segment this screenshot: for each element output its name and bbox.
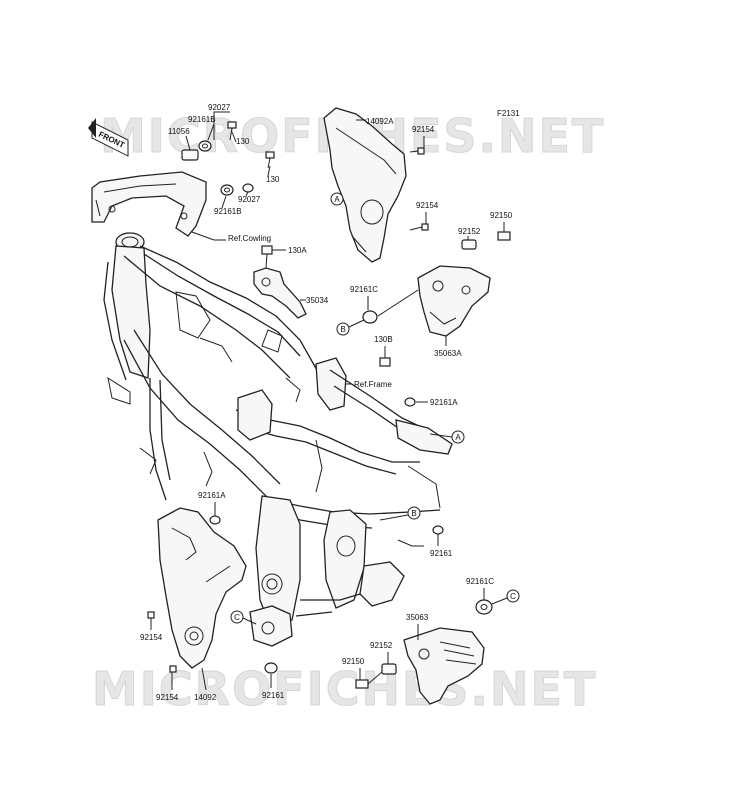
footpeg-bracket-35063a bbox=[417, 265, 491, 337]
screw-92154-left bbox=[147, 611, 155, 619]
label-92027-top: 92027 bbox=[208, 103, 231, 112]
side-cover-14092 bbox=[157, 507, 247, 669]
grommet-92161a-left bbox=[209, 515, 221, 525]
callout-c-right: C bbox=[506, 589, 520, 603]
label-92161c-top: 92161C bbox=[350, 285, 378, 294]
label-92161c-bottom: 92161C bbox=[466, 577, 494, 586]
label-92161b-top: 92161B bbox=[188, 115, 216, 124]
label-14092a: 14092A bbox=[366, 117, 394, 126]
label-92154-left: 92154 bbox=[140, 633, 163, 642]
grommet-92027-mid bbox=[242, 183, 254, 193]
callout-c-left: C bbox=[230, 610, 244, 624]
label-11056: 11056 bbox=[168, 127, 190, 136]
bolt-92150-bottom bbox=[355, 671, 383, 689]
collar-92152-bottom bbox=[381, 663, 397, 675]
grommet-92161a-right bbox=[404, 397, 416, 407]
screw-92154-b bbox=[409, 223, 429, 231]
label-92154-b: 92154 bbox=[416, 201, 439, 210]
svg-text:B: B bbox=[340, 325, 345, 334]
callout-b-right: B bbox=[407, 506, 421, 520]
ref-cowling-label: Ref.Cowling bbox=[228, 234, 271, 243]
label-14092: 14092 bbox=[194, 693, 217, 702]
front-arrow-icon bbox=[88, 118, 129, 157]
side-cover-14092a bbox=[323, 107, 407, 263]
label-130a: 130A bbox=[288, 246, 307, 255]
bolt-130b bbox=[379, 357, 391, 367]
callout-a-upper: A bbox=[330, 192, 344, 206]
label-92150-bottom: 92150 bbox=[342, 657, 365, 666]
label-92152-top: 92152 bbox=[458, 227, 481, 236]
callout-a-right: A bbox=[451, 430, 465, 444]
label-92161-right: 92161 bbox=[430, 549, 453, 558]
label-130-a: 130 bbox=[236, 137, 250, 146]
label-35034: 35034 bbox=[306, 296, 329, 305]
label-92154-bottom: 92154 bbox=[156, 693, 179, 702]
label-35063a: 35063A bbox=[434, 349, 462, 358]
label-92152-bottom: 92152 bbox=[370, 641, 393, 650]
bolt-130-top bbox=[227, 121, 237, 141]
grommet-92161-bottom bbox=[264, 662, 278, 674]
cowling-stay-bracket bbox=[91, 171, 207, 237]
screw-92154-bottom bbox=[169, 665, 177, 673]
svg-text:A: A bbox=[334, 195, 340, 204]
svg-text:B: B bbox=[411, 509, 416, 518]
grommet-92161-right bbox=[432, 525, 444, 535]
svg-text:C: C bbox=[510, 592, 516, 601]
label-130-b: 130 bbox=[266, 175, 280, 184]
label-130b: 130B bbox=[374, 335, 393, 344]
footpeg-bracket-35063 bbox=[403, 627, 485, 705]
collar-11056 bbox=[181, 149, 199, 161]
main-frame bbox=[103, 232, 453, 647]
bolt-130-mid bbox=[265, 151, 275, 169]
svg-text:C: C bbox=[234, 613, 240, 622]
label-92161b-mid: 92161B bbox=[214, 207, 242, 216]
collar-92152-top bbox=[461, 239, 477, 250]
ref-frame-label: Ref.Frame bbox=[354, 380, 392, 389]
label-92154-a: 92154 bbox=[412, 125, 435, 134]
label-92161a-left: 92161A bbox=[198, 491, 226, 500]
label-35063: 35063 bbox=[406, 613, 429, 622]
label-92161-bottom: 92161 bbox=[262, 691, 285, 700]
callout-b-upper: B bbox=[336, 322, 350, 336]
screw-92154-a bbox=[409, 147, 425, 155]
engine-mount-35034 bbox=[253, 267, 307, 319]
diagram-code: F2131 bbox=[497, 109, 520, 118]
watermark-bottom: MICROFICHES.NET bbox=[92, 662, 597, 716]
bolt-130a bbox=[261, 245, 273, 269]
rubber-grommet-mid bbox=[220, 184, 234, 196]
bolt-92150-top bbox=[497, 231, 511, 241]
label-92027-mid: 92027 bbox=[238, 195, 261, 204]
label-92150-top: 92150 bbox=[490, 211, 513, 220]
grommet-92161c-top bbox=[362, 310, 378, 324]
label-92161a-right: 92161A bbox=[430, 398, 458, 407]
grommet-92161c-bottom bbox=[475, 599, 493, 615]
rubber-grommet-top bbox=[198, 140, 212, 152]
svg-text:A: A bbox=[455, 433, 461, 442]
